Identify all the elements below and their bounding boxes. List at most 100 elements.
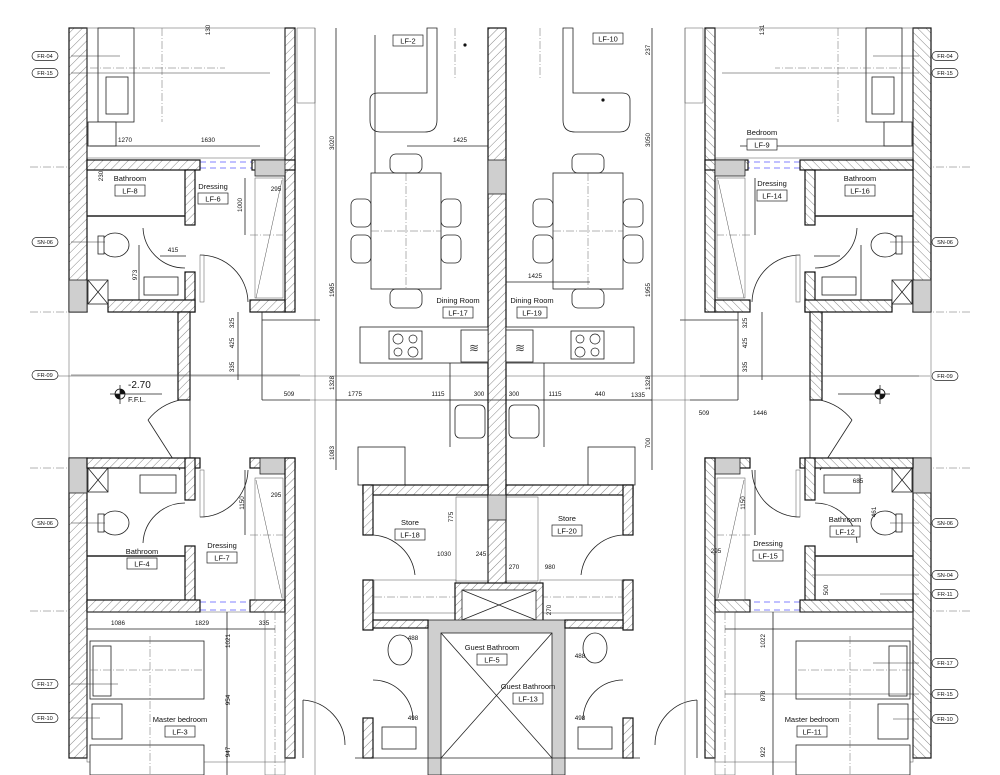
room-name: Dressing bbox=[198, 182, 228, 191]
room-code: LF-2 bbox=[400, 37, 415, 46]
dimension-label: 980 bbox=[545, 564, 556, 571]
finish-tag: SN-06 bbox=[937, 240, 953, 246]
tag-pill bbox=[31, 518, 59, 528]
finish-tag: SN-04 bbox=[937, 573, 953, 579]
dimension-label: 440 bbox=[595, 391, 606, 398]
room-name: Dressing bbox=[207, 541, 237, 550]
dimension-label: 335 bbox=[229, 361, 236, 372]
room-code: LF-15 bbox=[758, 552, 778, 561]
dimension-label: 245 bbox=[476, 551, 487, 558]
dimension-label: 300 bbox=[474, 391, 485, 398]
dimension-label: 270 bbox=[509, 564, 520, 571]
dimension-label: 498 bbox=[575, 715, 586, 722]
room-code-box bbox=[512, 692, 544, 705]
dimension-label: 1083 bbox=[329, 446, 336, 461]
room-code: LF-8 bbox=[122, 187, 137, 196]
room-name: Master bedroom bbox=[153, 715, 208, 724]
dimension-label: 1150 bbox=[740, 496, 747, 510]
dimension-label: 1630 bbox=[201, 137, 216, 144]
dimension-label: 775 bbox=[448, 511, 455, 522]
room-code-box bbox=[392, 34, 424, 47]
finish-tag: FR-10 bbox=[937, 717, 953, 723]
room-code-box bbox=[756, 189, 788, 202]
level-value: -2.70 bbox=[128, 380, 151, 391]
dimension-label: 1335 bbox=[631, 392, 646, 399]
room-name: Store bbox=[558, 514, 576, 523]
room-name: Dressing bbox=[757, 179, 787, 188]
dimension-label: 1270 bbox=[118, 137, 133, 144]
dimension-label: 131 bbox=[759, 24, 766, 35]
dimension-label: 488 bbox=[575, 653, 586, 660]
dimension-label: 954 bbox=[225, 694, 232, 705]
dimension-label: 1775 bbox=[348, 391, 363, 398]
dimension-label: 415 bbox=[168, 247, 179, 254]
dimension-label: 1021 bbox=[225, 634, 232, 649]
room-name: Bedroom bbox=[747, 128, 777, 137]
tag-pill bbox=[931, 689, 959, 699]
dimension-label: 325 bbox=[229, 317, 236, 328]
dimension-label: 3020 bbox=[329, 136, 336, 151]
room-code: LF-7 bbox=[214, 554, 229, 563]
tag-pill bbox=[31, 370, 59, 380]
room-code: LF-14 bbox=[762, 192, 782, 201]
room-code-box bbox=[476, 653, 508, 666]
finish-tag: FR-17 bbox=[937, 661, 953, 667]
dimension-label: 1150 bbox=[239, 496, 246, 510]
tag-pill bbox=[31, 51, 59, 61]
tag-pill bbox=[31, 68, 59, 78]
room-code-box bbox=[829, 525, 861, 538]
left-apartment bbox=[29, 27, 346, 775]
tag-pill bbox=[931, 68, 959, 78]
room-code: LF-17 bbox=[448, 309, 468, 318]
room-code-box bbox=[592, 32, 624, 45]
dimension-label: 1115 bbox=[431, 391, 445, 398]
room-name: Store bbox=[401, 518, 419, 527]
room-code-box bbox=[164, 725, 196, 738]
tag-pill bbox=[931, 371, 959, 381]
tag-pill bbox=[31, 237, 59, 247]
dimension-label: 425 bbox=[229, 337, 236, 348]
room-code: LF-6 bbox=[205, 195, 220, 204]
dimension-label: 1328 bbox=[645, 376, 652, 391]
room-name: Bathroom bbox=[114, 174, 147, 183]
right-apartment bbox=[654, 27, 971, 775]
finish-tag: SN-06 bbox=[37, 521, 53, 527]
dimension-label: 1000 bbox=[237, 198, 244, 213]
dimension-label: 878 bbox=[760, 690, 767, 701]
room-code-box bbox=[206, 551, 238, 564]
dimension-label: 335 bbox=[259, 620, 270, 627]
dimension-label: 425 bbox=[742, 337, 749, 348]
finish-tag: FR-11 bbox=[937, 592, 952, 598]
dimension-label: 1328 bbox=[329, 376, 336, 391]
room-code-box bbox=[746, 138, 778, 151]
dimension-label: 498 bbox=[408, 715, 419, 722]
finish-tag: FR-17 bbox=[37, 682, 53, 688]
dimension-label: 130 bbox=[205, 24, 212, 35]
dimension-label: 509 bbox=[699, 410, 710, 417]
dimension-label: 325 bbox=[742, 317, 749, 328]
finish-tag: FR-15 bbox=[937, 692, 953, 698]
dimension-label: 300 bbox=[509, 391, 520, 398]
dimension-label: 1446 bbox=[753, 410, 768, 417]
room-code: LF-20 bbox=[557, 527, 577, 536]
finish-tag: FR-04 bbox=[37, 54, 53, 60]
hood-icon: ≋ bbox=[515, 341, 525, 355]
finish-tag: FR-04 bbox=[937, 54, 953, 60]
dimension-label: 270 bbox=[546, 604, 553, 615]
room-name: Bathroom bbox=[126, 547, 159, 556]
finish-tag: FR-09 bbox=[37, 373, 53, 379]
room-name: Dressing bbox=[753, 539, 783, 548]
finish-tag: FR-09 bbox=[937, 374, 953, 380]
room-code: LF-5 bbox=[484, 656, 499, 665]
tag-pill bbox=[31, 713, 59, 723]
dimension-label: 461 bbox=[871, 506, 878, 517]
room-name: Bathroom bbox=[844, 174, 877, 183]
finish-tag: SN-06 bbox=[37, 240, 53, 246]
room-code-box bbox=[551, 524, 583, 537]
room-code-box bbox=[126, 557, 158, 570]
dimension-label: 295 bbox=[271, 492, 282, 499]
room-name: Guest Bathroom bbox=[465, 643, 520, 652]
room-code-box bbox=[796, 725, 828, 738]
dimension-label: 1115 bbox=[548, 391, 562, 398]
